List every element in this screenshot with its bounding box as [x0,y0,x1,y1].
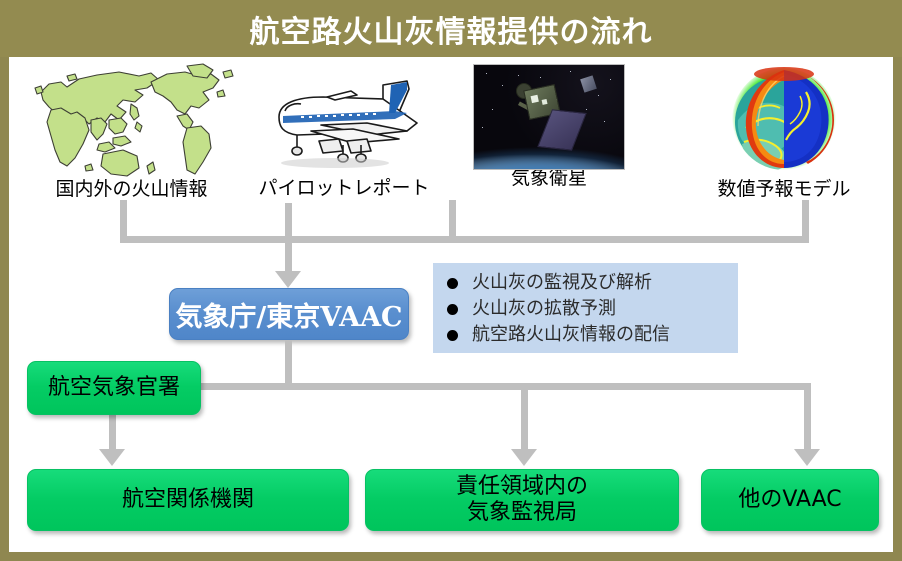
source-pilot-report: パイロットレポート [244,69,444,198]
diagram-canvas: 国内外の火山情報 [9,57,893,552]
arrow-to-area-watch-office [511,449,537,466]
area-watch-office-box[interactable]: 責任領域内の 気象監視局 [365,469,679,531]
source-weather-satellite: 気象衛星 [459,65,639,188]
task-label: 航空路火山灰情報の配信 [472,324,670,346]
diagram-title-bar: 航空路火山灰情報提供の流れ [0,0,902,57]
source-numerical-model: 数値予報モデル [684,62,884,199]
connector-bus-distribution [114,383,811,390]
connector-stem-numerical-model [802,200,809,237]
bullet-dot-icon [447,303,458,315]
other-vaac-label: 他のVAAC [738,487,842,513]
airplane-icon [257,69,432,179]
globe-model-icon [720,62,848,180]
aviation-weather-office-box[interactable]: 航空気象官署 [27,361,201,415]
task-item: 航空路火山灰情報の配信 [447,322,728,348]
source-label-volcano-info: 国内外の火山情報 [55,178,208,200]
arrow-to-vaac [275,271,301,288]
connector-other-vaac-down [804,390,811,452]
vaac-box-label: 気象庁/東京VAAC [175,301,403,333]
source-volcano-info: 国内外の火山情報 [19,62,244,199]
source-label-weather-satellite: 気象衛星 [510,167,587,189]
task-label: 火山灰の監視及び解析 [472,272,652,293]
page-title: 航空路火山灰情報提供の流れ [249,14,653,50]
satellite-photo-icon [474,65,624,169]
connector-area-office-down [521,390,528,452]
arrow-to-aviation-agencies [99,449,125,466]
aviation-agencies-label: 航空関係機関 [121,487,254,513]
connector-bus-top [120,236,809,243]
connector-office-down [109,415,116,453]
tasks-panel: 火山灰の監視及び解析 火山灰の拡散予測 航空路火山灰情報の配信 [433,263,738,353]
source-label-pilot-report: パイロットレポート [258,177,430,199]
satellite-secondary-icon [580,75,597,93]
world-map-icon [27,62,237,180]
bullet-dot-icon [447,277,458,289]
area-watch-office-label: 責任領域内の 気象監視局 [456,474,588,526]
task-item: 火山灰の監視及び解析 [447,270,728,296]
task-label: 火山灰の拡散予測 [472,298,616,320]
connector-stem-pilot-report [285,203,292,237]
aviation-weather-office-label: 航空気象官署 [47,375,180,401]
other-vaac-box[interactable]: 他のVAAC [701,469,879,531]
task-item: 火山灰の拡散予測 [447,296,728,322]
area-watch-office-line1: 責任領域内の [455,474,588,500]
connector-drop-to-vaac [285,243,292,275]
connector-stem-volcano-info [120,200,127,237]
source-label-numerical-model: 数値予報モデル [717,178,851,200]
connector-stem-weather-satellite [449,200,456,237]
vaac-box[interactable]: 気象庁/東京VAAC [169,288,409,340]
area-watch-office-line2: 気象監視局 [466,500,577,525]
arrow-to-other-vaac [794,449,820,466]
connector-vaac-down [285,340,292,387]
bullet-dot-icon [447,329,458,341]
aviation-agencies-box[interactable]: 航空関係機関 [27,469,349,531]
